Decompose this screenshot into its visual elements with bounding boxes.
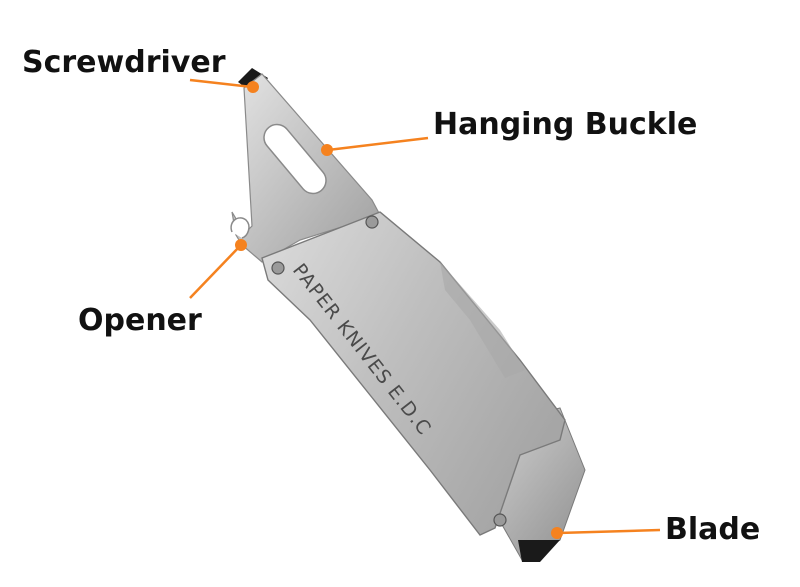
pointer-hanging-buckle	[321, 136, 429, 156]
label-screwdriver: Screwdriver	[22, 45, 226, 80]
handle-side	[440, 262, 525, 378]
screw-left	[271, 261, 285, 275]
blade-edge	[518, 540, 560, 562]
pointer-blade	[551, 527, 661, 539]
screw-bottom	[493, 513, 507, 527]
opener-notch	[230, 217, 250, 239]
label-blade: Blade	[665, 512, 761, 547]
screw-top	[365, 215, 379, 229]
label-opener: Opener	[78, 303, 202, 338]
hanging-buckle-slot	[263, 123, 327, 195]
label-hanging-buckle: Hanging Buckle	[433, 107, 698, 142]
pointer-screwdriver	[189, 78, 259, 93]
pointer-opener	[189, 239, 247, 299]
